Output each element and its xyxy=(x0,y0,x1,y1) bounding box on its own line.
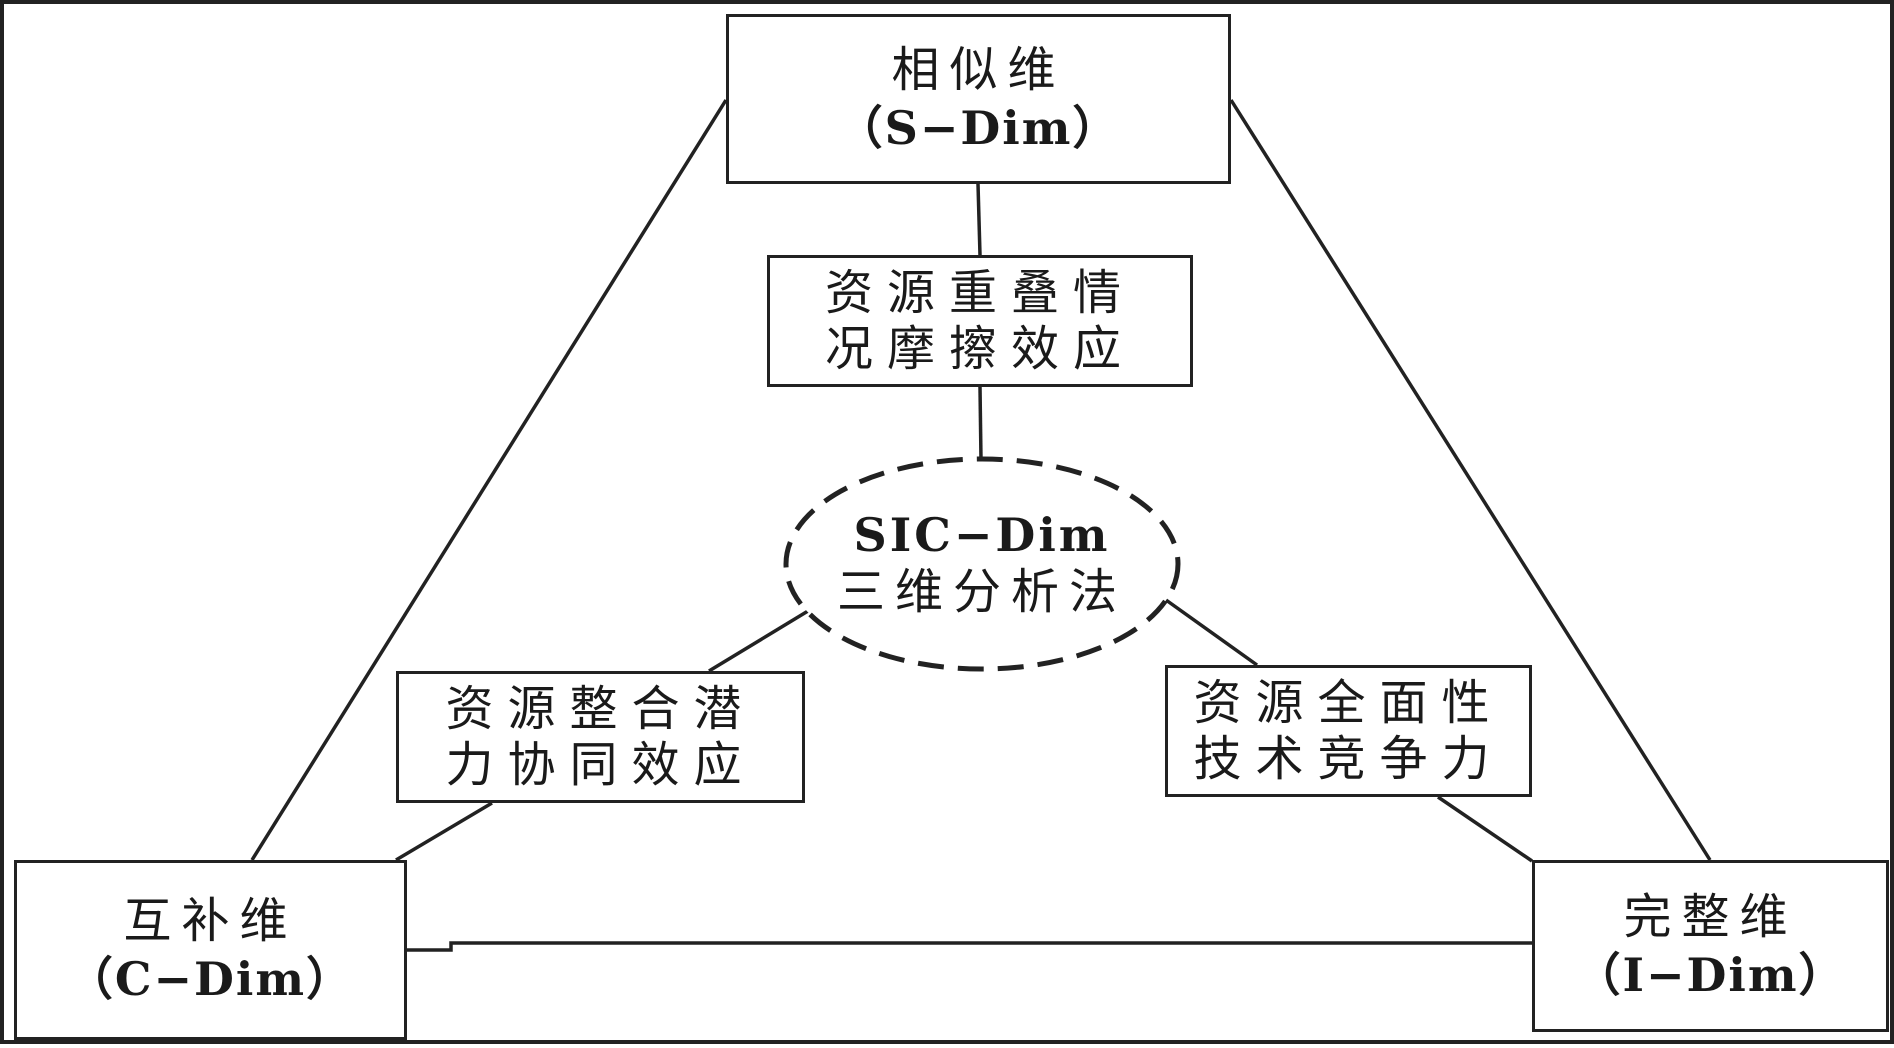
center-method-code: SIC−Dim xyxy=(853,508,1111,562)
similar-dimension-title: 相似维 xyxy=(891,42,1066,98)
center-method-name: 三维分析法 xyxy=(836,564,1127,620)
link-completeness-to-integral xyxy=(1437,795,1533,863)
link-overlap-to-center xyxy=(978,386,983,461)
complementary-dimension-title: 互补维 xyxy=(123,893,298,949)
edge-similar-to-integral xyxy=(1229,99,1712,861)
similar-dimension-subtitle: （S−Dim） xyxy=(836,101,1121,155)
connector-lines xyxy=(250,99,1712,952)
completeness-effect-line1: 资源全面性 xyxy=(1193,675,1504,731)
complementary-dimension-subtitle: （C−Dim） xyxy=(66,952,355,1006)
integral-dimension-subtitle: （I−Dim） xyxy=(1574,948,1847,1002)
integration-synergy-effect-box: 资源整合潜 力协同效应 xyxy=(396,671,805,803)
center-dashed-ellipse xyxy=(783,456,1181,672)
integration-effect-line1: 资源整合潜 xyxy=(445,681,756,737)
complementary-dimension-box: 互补维 （C−Dim） xyxy=(14,860,407,1040)
completeness-effect-line2: 技术竞争力 xyxy=(1193,731,1504,787)
link-center-to-integration xyxy=(708,609,809,673)
overlap-effect-line2: 况摩擦效应 xyxy=(824,321,1135,377)
completeness-competitiveness-box: 资源全面性 技术竞争力 xyxy=(1165,665,1532,797)
center-method-label: SIC−Dim 三维分析法 xyxy=(784,459,1180,669)
edge-complementary-to-integral xyxy=(407,941,1532,952)
similar-dimension-box: 相似维 （S−Dim） xyxy=(726,14,1231,184)
integral-dimension-box: 完整维 （I−Dim） xyxy=(1532,860,1889,1032)
integration-effect-line2: 力协同效应 xyxy=(445,737,756,793)
integral-dimension-title: 完整维 xyxy=(1623,889,1798,945)
link-integration-to-complementary xyxy=(395,801,493,862)
link-similar-to-overlap xyxy=(976,183,982,256)
overlap-effect-line1: 资源重叠情 xyxy=(824,265,1135,321)
link-center-to-completeness xyxy=(1164,598,1259,667)
edge-similar-to-complementary xyxy=(250,99,728,861)
overlap-friction-effect-box: 资源重叠情 况摩擦效应 xyxy=(767,255,1193,387)
